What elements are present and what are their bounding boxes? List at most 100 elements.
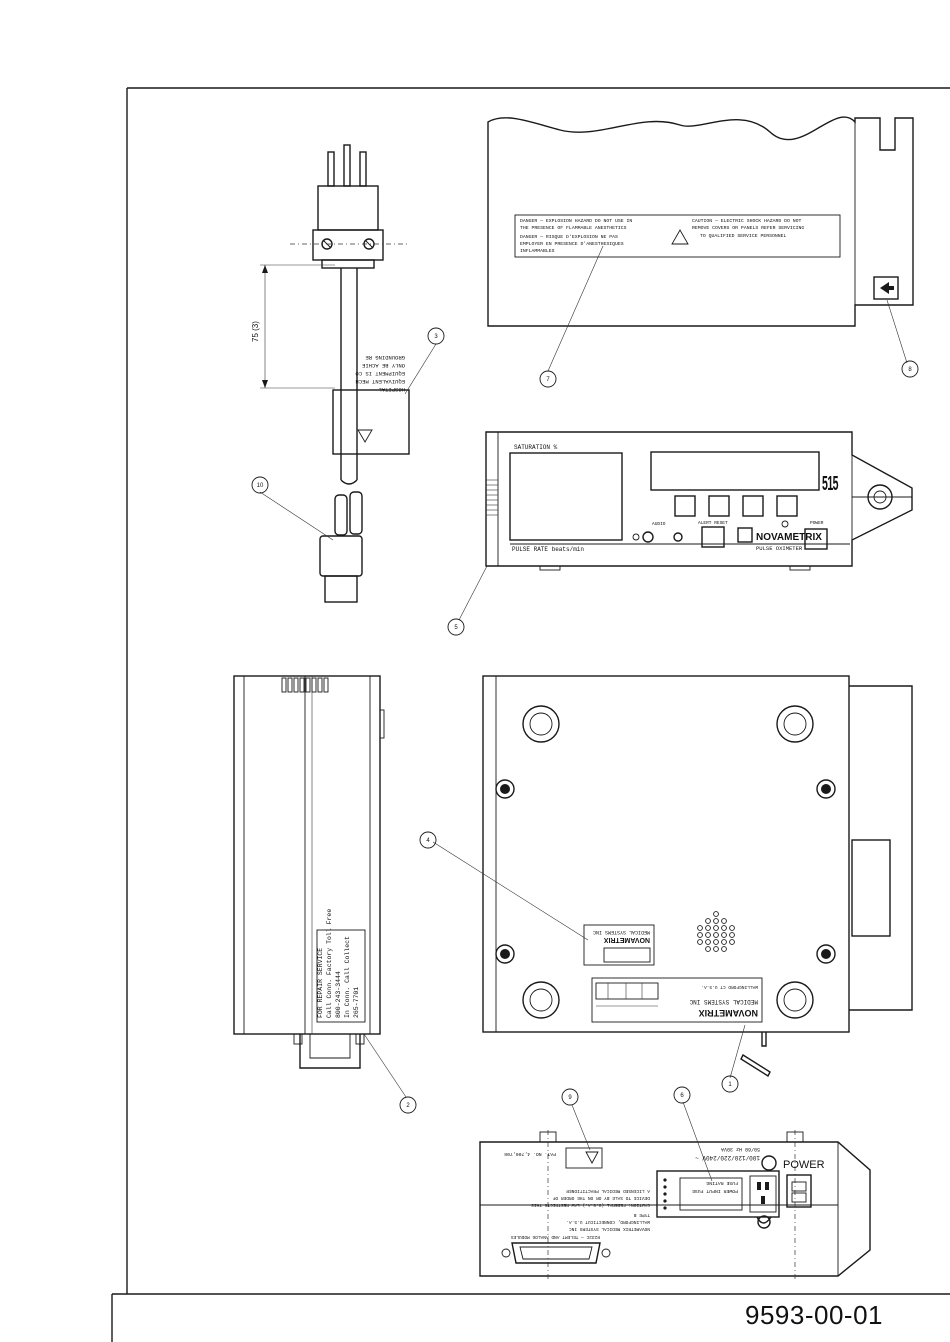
document-number: 9593-00-01	[745, 1300, 883, 1330]
callout-2: 2	[406, 1103, 410, 1109]
svg-text:DEVICE TO SALE BY OR ON THE OR: DEVICE TO SALE BY OR ON THE ORDER OF	[552, 1195, 650, 1201]
connector-label: R232C — TELEMT AND ANALOG MODULES	[511, 1234, 600, 1240]
front-view: SATURATION % PULSE RATE beats/min 515 AU…	[485, 431, 913, 571]
saturation-label: SATURATION %	[514, 444, 558, 451]
danger-label: DANGER — EXPLOSION HAZARD DO NOT USE IN …	[520, 218, 632, 254]
side-view: FOR REPAIR SERVICE Call Conn. Factory To…	[233, 675, 385, 1069]
svg-text:TYPE B: TYPE B	[633, 1212, 650, 1218]
front-vents	[486, 479, 498, 516]
svg-text:FOR REPAIR SERVICE: FOR REPAIR SERVICE	[317, 948, 324, 1018]
svg-text:EMPLOYER EN PRESENCE D'ANESTHE: EMPLOYER EN PRESENCE D'ANESTHESIQUES	[520, 241, 624, 247]
bottom-view: NOVAMETRIX MEDICAL SYSTEMS INC NOVAMETRI…	[482, 675, 913, 1078]
svg-text:GROUNDING RE: GROUNDING RE	[365, 354, 405, 361]
svg-text:POWER INPUT FUSE: POWER INPUT FUSE	[692, 1188, 738, 1194]
svg-text:MEDICAL SYSTEMS INC: MEDICAL SYSTEMS INC	[593, 929, 650, 935]
alert-reset-button[interactable]	[701, 526, 725, 548]
svg-text:ONLY BE ACHIE: ONLY BE ACHIE	[361, 362, 405, 369]
warning-triangle-icon	[585, 1151, 599, 1164]
main-id-label: NOVAMETRIX MEDICAL SYSTEMS INC WALLINGFO…	[689, 984, 758, 1018]
sensor-symbol-icon	[880, 282, 894, 294]
top-view: DANGER — EXPLOSION HAZARD DO NOT USE IN …	[487, 116, 914, 327]
svg-text:Call Conn. Factory Toll Free: Call Conn. Factory Toll Free	[326, 909, 333, 1018]
svg-text:A LICENSED MEDICAL PRACTITIONE: A LICENSED MEDICAL PRACTITIONER	[566, 1188, 650, 1194]
indicator-dots	[663, 1178, 667, 1210]
speaker-grille	[697, 911, 735, 952]
callout-3: 3	[434, 334, 438, 340]
small-id-label: NOVAMETRIX MEDICAL SYSTEMS INC	[593, 929, 650, 943]
svg-text:INFLAMMABLES: INFLAMMABLES	[520, 248, 555, 254]
rear-view: POWER POWER INPUT FUSE FUSE RATING 100/1…	[479, 1130, 871, 1280]
svg-text:CAUTION — ELECTRIC SHOCK HAZAR: CAUTION — ELECTRIC SHOCK HAZARD DO NOT	[692, 218, 802, 224]
callout-4: 4	[426, 838, 430, 844]
product-label: PULSE OXIMETER	[756, 545, 803, 552]
saturation-display	[509, 452, 623, 541]
warning-triangle-icon	[671, 229, 689, 245]
screws	[495, 779, 836, 964]
power-label: POWER	[810, 520, 824, 526]
cord-warning-tag: HOSPITAL EQUIVALENT MECH EQUIPMENT IS CO…	[355, 354, 405, 393]
callout-8: 8	[908, 367, 912, 373]
svg-text:DANGER — EXPLOSION HAZARD DO N: DANGER — EXPLOSION HAZARD DO NOT USE IN	[520, 218, 632, 224]
callout-10: 10	[257, 483, 264, 489]
callout-6: 6	[680, 1093, 684, 1099]
svg-text:MEDICAL SYSTEMS INC: MEDICAL SYSTEMS INC	[689, 998, 758, 1005]
pulse-rate-label: PULSE RATE beats/min	[512, 546, 584, 553]
caution-label: CAUTION — ELECTRIC SHOCK HAZARD DO NOT R…	[692, 218, 804, 239]
svg-text:TO QUALIFIED SERVICE PERSONNEL: TO QUALIFIED SERVICE PERSONNEL	[700, 233, 786, 239]
power-button[interactable]	[804, 528, 828, 550]
svg-text:R232C — TELEMT AND ANALOG MODU: R232C — TELEMT AND ANALOG MODULES	[511, 1234, 600, 1240]
patent-label: PAT. NO. 4,700,708	[504, 1151, 556, 1157]
alert-reset-label: ALERT RESET	[698, 520, 728, 526]
svg-text:50/60 Hz 30VA: 50/60 Hz 30VA	[721, 1146, 760, 1152]
rear-power-switch[interactable]	[786, 1174, 812, 1208]
callout-bubbles: 3 10 7 8 5 4 2 1 9 6	[251, 327, 919, 1114]
svg-text:WALLINGFORD CT U.S.A.: WALLINGFORD CT U.S.A.	[701, 984, 758, 990]
svg-text:100/120/220/240V ~: 100/120/220/240V ~	[695, 1154, 760, 1161]
svg-text:800-243-3444: 800-243-3444	[335, 971, 342, 1018]
fuse-label: POWER INPUT FUSE FUSE RATING	[692, 1180, 738, 1194]
side-vents	[281, 677, 329, 693]
svg-text:NOVAMETRIX: NOVAMETRIX	[604, 936, 650, 943]
svg-text:In Conn. Call Collect: In Conn. Call Collect	[344, 936, 351, 1018]
front-key-1[interactable]	[674, 495, 696, 517]
svg-text:EQUIVALENT MECH: EQUIVALENT MECH	[355, 378, 405, 385]
audio-knob[interactable]	[642, 531, 654, 543]
svg-text:DANGER — RISQUE D'EXPLOSION NE: DANGER — RISQUE D'EXPLOSION NE PAS	[520, 234, 618, 240]
front-key-4[interactable]	[776, 495, 798, 517]
power-cord: 75 (3) HOSPITAL EQUIVALENT MECH EQUIPMEN…	[251, 144, 410, 603]
sheet-frame	[111, 87, 950, 1342]
pulse-rate-display	[650, 451, 820, 491]
brand-logo: NOVAMETRIX	[756, 532, 822, 543]
rubber-feet	[522, 705, 814, 1019]
rear-power-label: POWER	[783, 1159, 825, 1171]
svg-text:THE PRESENCE OF FLAMMABLE ANES: THE PRESENCE OF FLAMMABLE ANESTHETICS	[520, 225, 627, 231]
bell-alarm-icon	[737, 527, 753, 543]
rear-notice-text: NOVAMETRIX MEDICAL SYSTEMS INC WALLINGFO…	[531, 1188, 650, 1232]
svg-text:265-7701: 265-7701	[353, 987, 360, 1018]
voltage-label: 100/120/220/240V ~ 50/60 Hz 30VA	[695, 1146, 760, 1161]
callout-5: 5	[454, 625, 458, 631]
audio-indicator-icon	[673, 532, 683, 542]
callout-1: 1	[728, 1082, 732, 1088]
svg-text:WALLINGFORD, CONNECTICUT U.S.A: WALLINGFORD, CONNECTICUT U.S.A.	[566, 1219, 650, 1225]
star-mark-icon	[781, 520, 789, 528]
svg-text:NOVAMETRIX MEDICAL SYSTEMS INC: NOVAMETRIX MEDICAL SYSTEMS INC	[569, 1226, 650, 1232]
callout-leaders	[259, 245, 908, 1182]
svg-text:REMOVE COVERS OR PANELS REFER: REMOVE COVERS OR PANELS REFER SERVICING	[692, 225, 804, 231]
svg-text:PAT. NO. 4,700,708: PAT. NO. 4,700,708	[504, 1151, 556, 1157]
svg-text:NOVAMETRIX: NOVAMETRIX	[699, 1008, 758, 1018]
bell-icon	[632, 533, 640, 541]
svg-text:EQUIPMENT IS CO: EQUIPMENT IS CO	[355, 370, 405, 377]
svg-text:HOSPITAL: HOSPITAL	[379, 386, 405, 393]
model-number: 515	[822, 473, 838, 495]
serial-connector[interactable]	[511, 1242, 601, 1264]
front-key-3[interactable]	[742, 495, 764, 517]
callout-9: 9	[568, 1095, 572, 1101]
svg-text:FUSE RATING: FUSE RATING	[706, 1180, 738, 1186]
repair-service-label: FOR REPAIR SERVICE Call Conn. Factory To…	[317, 909, 360, 1018]
warning-triangle-icon	[357, 429, 373, 443]
svg-text:CAUTION: FEDERAL (U.S.A.) LAW: CAUTION: FEDERAL (U.S.A.) LAW RESTRICTS …	[531, 1202, 650, 1208]
front-key-2[interactable]	[708, 495, 730, 517]
callout-7: 7	[546, 377, 550, 383]
